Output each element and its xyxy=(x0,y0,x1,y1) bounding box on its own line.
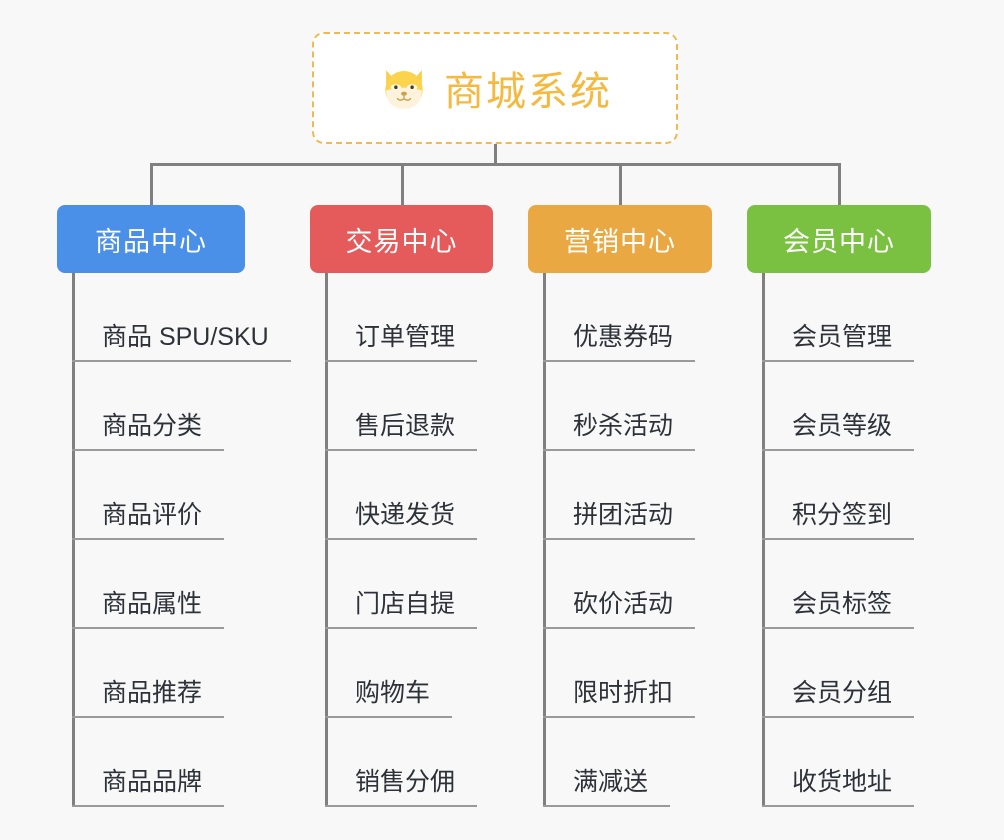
connector-horizontal-bus xyxy=(150,163,841,166)
leaf-item[interactable]: 收货地址 xyxy=(747,718,931,807)
leaf-item-label: 商品品牌 xyxy=(72,768,225,807)
leaf-spine xyxy=(762,273,765,807)
leaf-item[interactable]: 商品属性 xyxy=(57,540,291,629)
branch-header-label: 商品中心 xyxy=(95,226,207,257)
leaf-item[interactable]: 满减送 xyxy=(528,718,712,807)
leaf-item-label: 门店自提 xyxy=(325,590,478,629)
leaf-item[interactable]: 拼团活动 xyxy=(528,451,712,540)
leaf-item[interactable]: 快递发货 xyxy=(310,451,493,540)
leaf-item[interactable]: 门店自提 xyxy=(310,540,493,629)
leaf-stack-marketing: 优惠券码 秒杀活动 拼团活动 砍价活动 限时折扣 满减送 xyxy=(528,273,712,807)
branch-header-trade[interactable]: 交易中心 xyxy=(310,205,493,273)
leaf-item-label: 商品属性 xyxy=(72,590,225,629)
branch-column-product: 商品中心 商品 SPU/SKU 商品分类 商品评价 商品属性 商品推荐 商品品牌 xyxy=(57,205,291,807)
connector-drop-2 xyxy=(401,163,404,205)
leaf-item-label: 优惠券码 xyxy=(543,323,696,362)
connector-drop-3 xyxy=(619,163,622,205)
leaf-item-label: 订单管理 xyxy=(325,323,478,362)
connector-drop-4 xyxy=(838,163,841,205)
branch-header-product[interactable]: 商品中心 xyxy=(57,205,245,273)
leaf-item-label: 商品评价 xyxy=(72,501,225,540)
leaf-spine xyxy=(72,273,75,807)
leaf-item[interactable]: 商品 SPU/SKU xyxy=(57,273,291,362)
leaf-item[interactable]: 积分签到 xyxy=(747,451,931,540)
leaf-item-label: 砍价活动 xyxy=(543,590,696,629)
leaf-item[interactable]: 售后退款 xyxy=(310,362,493,451)
leaf-item[interactable]: 商品推荐 xyxy=(57,629,291,718)
branch-header-label: 会员中心 xyxy=(783,226,895,257)
leaf-item[interactable]: 砍价活动 xyxy=(528,540,712,629)
leaf-item[interactable]: 会员等级 xyxy=(747,362,931,451)
leaf-item[interactable]: 销售分佣 xyxy=(310,718,493,807)
root-title: 商城系统 xyxy=(444,70,612,114)
leaf-item-label: 会员分组 xyxy=(762,679,915,718)
leaf-item-label: 收货地址 xyxy=(762,768,915,807)
root-node-card[interactable]: 商城系统 xyxy=(312,32,678,144)
branch-header-member[interactable]: 会员中心 xyxy=(747,205,931,273)
leaf-item-label: 快递发货 xyxy=(325,501,478,540)
branch-header-marketing[interactable]: 营销中心 xyxy=(528,205,712,273)
leaf-item[interactable]: 会员管理 xyxy=(747,273,931,362)
leaf-stack-trade: 订单管理 售后退款 快递发货 门店自提 购物车 销售分佣 xyxy=(310,273,493,807)
leaf-item[interactable]: 商品分类 xyxy=(57,362,291,451)
leaf-item[interactable]: 限时折扣 xyxy=(528,629,712,718)
leaf-item-label: 会员等级 xyxy=(762,412,915,451)
branch-column-marketing: 营销中心 优惠券码 秒杀活动 拼团活动 砍价活动 限时折扣 满减送 xyxy=(528,205,712,807)
leaf-item-label: 限时折扣 xyxy=(543,679,696,718)
leaf-item[interactable]: 订单管理 xyxy=(310,273,493,362)
branch-header-label: 营销中心 xyxy=(564,226,676,257)
leaf-item-label: 积分签到 xyxy=(762,501,915,540)
leaf-item-label: 会员管理 xyxy=(762,323,915,362)
leaf-item[interactable]: 商品评价 xyxy=(57,451,291,540)
leaf-stack-member: 会员管理 会员等级 积分签到 会员标签 会员分组 收货地址 xyxy=(747,273,931,807)
branch-header-label: 交易中心 xyxy=(345,226,458,257)
leaf-stack-product: 商品 SPU/SKU 商品分类 商品评价 商品属性 商品推荐 商品品牌 xyxy=(57,273,291,807)
leaf-item-label: 秒杀活动 xyxy=(543,412,696,451)
connector-drop-1 xyxy=(150,163,153,205)
leaf-item[interactable]: 会员分组 xyxy=(747,629,931,718)
leaf-spine xyxy=(325,273,328,807)
leaf-item-label: 商品推荐 xyxy=(72,679,225,718)
leaf-item-label: 售后退款 xyxy=(325,412,478,451)
leaf-item-label: 满减送 xyxy=(543,768,671,807)
leaf-item[interactable]: 会员标签 xyxy=(747,540,931,629)
connector-root-vertical xyxy=(494,144,497,165)
leaf-item-label: 商品分类 xyxy=(72,412,225,451)
leaf-item[interactable]: 优惠券码 xyxy=(528,273,712,362)
leaf-spine xyxy=(543,273,546,807)
leaf-item-label: 销售分佣 xyxy=(325,768,478,807)
leaf-item-label: 购物车 xyxy=(325,679,453,718)
leaf-item-label: 商品 SPU/SKU xyxy=(72,323,291,362)
branch-column-trade: 交易中心 订单管理 售后退款 快递发货 门店自提 购物车 销售分佣 xyxy=(310,205,493,807)
leaf-item[interactable]: 秒杀活动 xyxy=(528,362,712,451)
leaf-item[interactable]: 商品品牌 xyxy=(57,718,291,807)
leaf-item-label: 会员标签 xyxy=(762,590,915,629)
leaf-item-label: 拼团活动 xyxy=(543,501,696,540)
leaf-item[interactable]: 购物车 xyxy=(310,629,493,718)
dog-face-icon xyxy=(378,62,430,114)
branch-column-member: 会员中心 会员管理 会员等级 积分签到 会员标签 会员分组 收货地址 xyxy=(747,205,931,807)
